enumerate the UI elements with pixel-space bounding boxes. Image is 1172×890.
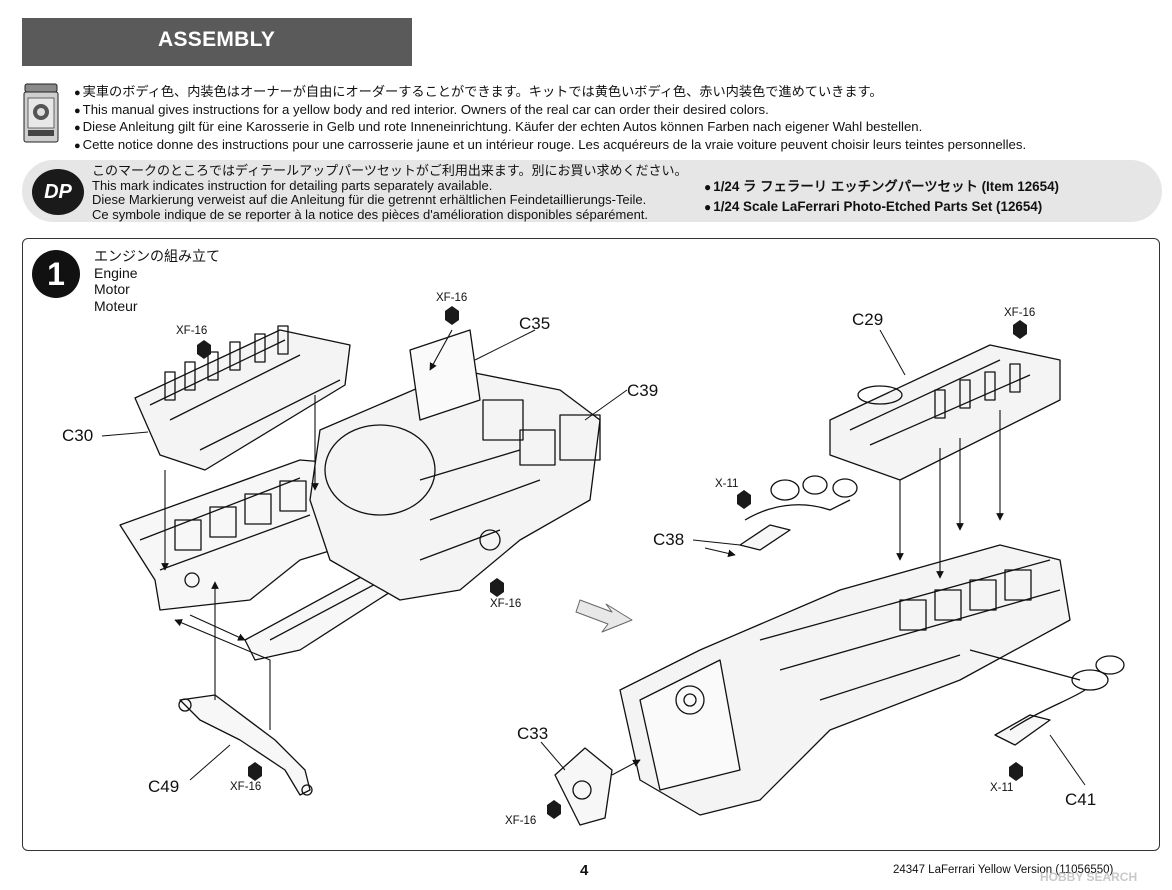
part-c49-drawing [178, 694, 313, 796]
page-title: ASSEMBLY [158, 28, 276, 51]
paint-label-xf16-gearbox: XF-16 [490, 598, 522, 610]
dp-note-jp: このマークのところではディテールアップパーツセットがご利用出来ます。別にお買い求… [92, 163, 688, 178]
paint-label-xf16-c29: XF-16 [1004, 307, 1036, 319]
paint-label-xf16-c30: XF-16 [176, 325, 208, 337]
transaxle-left-drawing [309, 329, 601, 601]
part-c29-drawing [829, 344, 1061, 481]
step-frame [22, 238, 1160, 851]
dp-set-en: 1/24 Scale LaFerrari Photo-Etched Parts … [704, 197, 1059, 217]
product-code: 24347 LaFerrari Yellow Version (11056550… [893, 864, 1114, 876]
dp-note-de: Diese Markierung verweist auf die Anleit… [92, 192, 647, 207]
paint-can-icon [23, 83, 59, 143]
page-number: 4 [580, 862, 589, 879]
color-notes: 実車のボディ色、内装色はオーナーが自由にオーダーすることができます。キットでは黄… [74, 84, 1026, 154]
paint-label-xf16-c49: XF-16 [230, 781, 262, 793]
step-title-en: Engine [94, 264, 138, 281]
part-label-c49: C49 [148, 777, 180, 796]
dp-notes: このマークのところではディテールアップパーツセットがご利用出来ます。別にお買い求… [92, 163, 688, 222]
part-c38-drawing [739, 475, 858, 551]
part-label-c39: C39 [627, 381, 659, 400]
step-title: エンジンの組み立て Engine Motor Moteur [94, 248, 220, 314]
part-label-c38: C38 [653, 530, 685, 549]
paint-label-xf16-c33: XF-16 [505, 815, 537, 827]
part-label-c35: C35 [519, 314, 551, 333]
step-title-fr: Moteur [94, 297, 138, 314]
step-title-jp: エンジンの組み立て [94, 248, 220, 264]
dp-parts-set: 1/24 ラ フェラーリ エッチングパーツセット (Item 12654) 1/… [704, 177, 1059, 217]
paint-label-xf16-c35: XF-16 [436, 292, 468, 304]
dp-badge-icon: DP [32, 169, 84, 215]
part-label-c30: C30 [62, 426, 94, 445]
dp-note-en: This mark indicates instruction for deta… [92, 177, 493, 193]
part-label-c41: C41 [1065, 790, 1097, 809]
engine-assembled-right-drawing [619, 544, 1071, 816]
dp-note-fr: Ce symbole indique de se reporter à la n… [92, 206, 649, 222]
dp-set-jp: 1/24 ラ フェラーリ エッチングパーツセット (Item 12654) [704, 177, 1059, 197]
step-title-de: Motor [94, 281, 130, 297]
part-c33-drawing [554, 747, 613, 826]
watermark: HOBBY SEARCH [1040, 870, 1138, 884]
note-de: Diese Anleitung gilt für eine Karosserie… [74, 119, 1026, 137]
part-c41-drawing [969, 649, 1125, 746]
direction-arrow-icon [575, 599, 633, 633]
paint-label-x11-c41: X-11 [990, 782, 1014, 794]
part-label-c29: C29 [852, 310, 884, 329]
header-bar [22, 18, 412, 66]
note-en: This manual gives instructions for a yel… [74, 102, 1026, 120]
note-fr: Cette notice donne des instructions pour… [74, 137, 1026, 155]
part-c30-drawing [134, 325, 351, 471]
note-jp: 実車のボディ色、内装色はオーナーが自由にオーダーすることができます。キットでは黄… [74, 84, 1026, 102]
part-label-c33: C33 [517, 724, 549, 743]
step-number-badge: 1 [32, 250, 80, 298]
paint-label-x11-c38: X-11 [715, 478, 739, 490]
paint-drop-icons [197, 306, 1027, 819]
